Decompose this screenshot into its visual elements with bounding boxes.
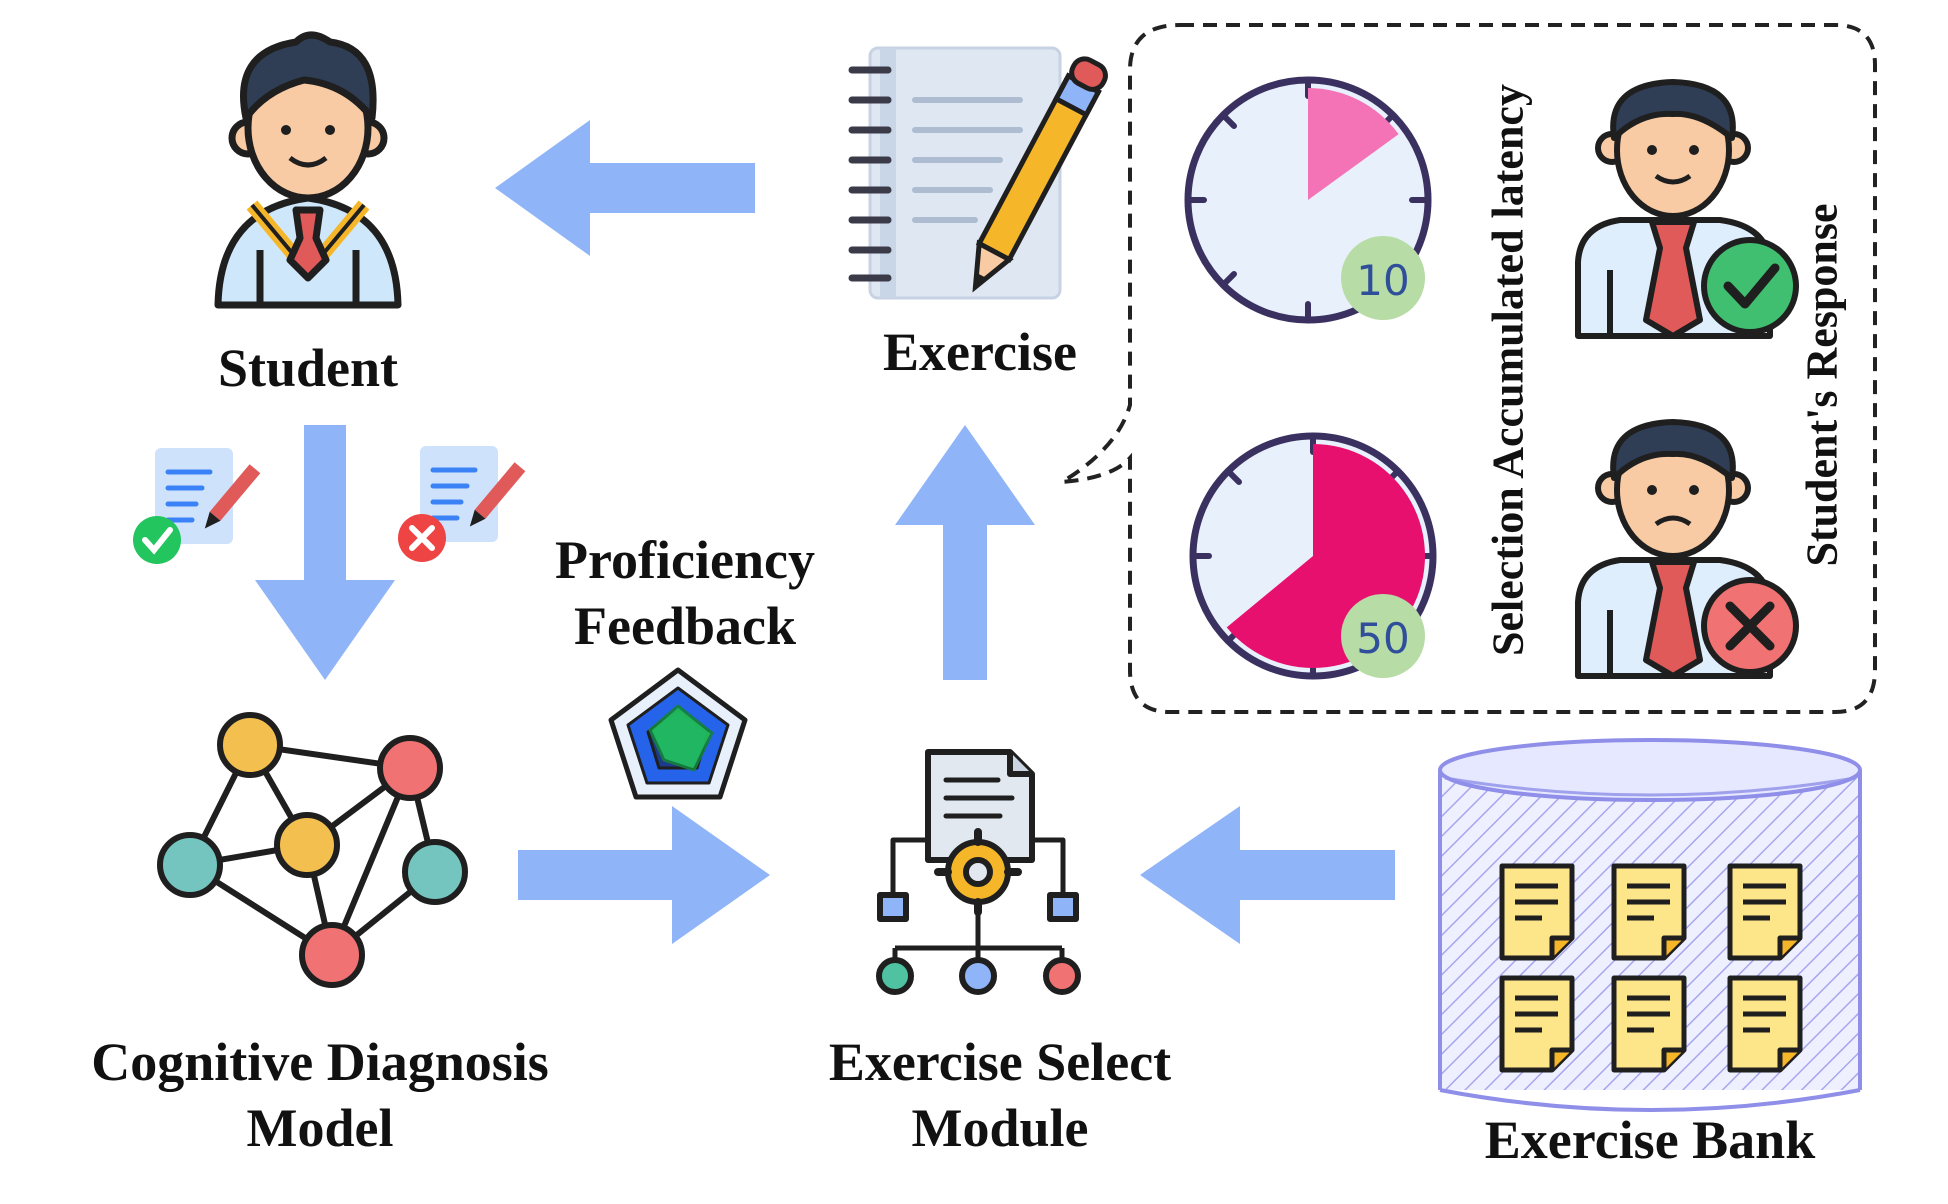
timer-badge-10: 10 [1356, 256, 1410, 305]
arrow-esm-to-exercise [895, 425, 1035, 680]
exercise-bank-label: Exercise Bank [1484, 1110, 1816, 1170]
person-correct-icon [1575, 79, 1799, 339]
callout-box [1060, 23, 1877, 714]
bank-note-1 [1499, 863, 1575, 961]
network-graph-icon [157, 712, 468, 988]
bank-note-5 [1611, 975, 1687, 1073]
arrow-bank-to-esm [1140, 806, 1395, 944]
cdm-line-2: Model [246, 1097, 394, 1158]
bank-note-6 [1727, 975, 1803, 1073]
response-label: Student's Response [1797, 203, 1847, 567]
exercise-label: Exercise [883, 322, 1077, 382]
esm-label: Exercise Select Module [790, 1030, 1210, 1162]
esm-line-2: Module [911, 1097, 1089, 1158]
student-label: Student [217, 338, 399, 398]
stopwatch-icon-50 [1189, 432, 1437, 680]
feedback-line-2: Feedback [574, 595, 796, 656]
feedback-line-1: Proficiency [555, 530, 815, 590]
arrow-cdm-to-esm [518, 806, 770, 944]
bank-note-3 [1727, 863, 1803, 961]
doc-wrong-icon [398, 446, 526, 562]
cdm-label: Cognitive Diagnosis Model [50, 1030, 590, 1162]
document-gear-icon [876, 749, 1081, 995]
bank-note-2 [1611, 863, 1687, 961]
bank-note-4 [1499, 975, 1575, 1073]
arrow-exercise-to-student [495, 120, 755, 256]
doc-correct-icon [133, 448, 261, 564]
notebook-pencil-icon [848, 46, 1108, 300]
exercise-bank-icon [1438, 738, 1862, 1112]
esm-line-1: Exercise Select [828, 1032, 1172, 1092]
radar-chart-icon [608, 667, 748, 800]
timer-wedge-10 [1308, 88, 1399, 200]
latency-label: Selection Accumulated latency [1483, 84, 1533, 656]
person-wrong-icon [1575, 419, 1799, 679]
arrow-student-to-cdm [255, 425, 395, 680]
student-icon [214, 31, 402, 309]
proficiency-feedback-label: Proficiency Feedback [520, 528, 850, 660]
timer-badge-50: 50 [1356, 614, 1410, 663]
cdm-line-1: Cognitive Diagnosis [91, 1032, 549, 1092]
stopwatch-icon-10 [1184, 76, 1432, 324]
